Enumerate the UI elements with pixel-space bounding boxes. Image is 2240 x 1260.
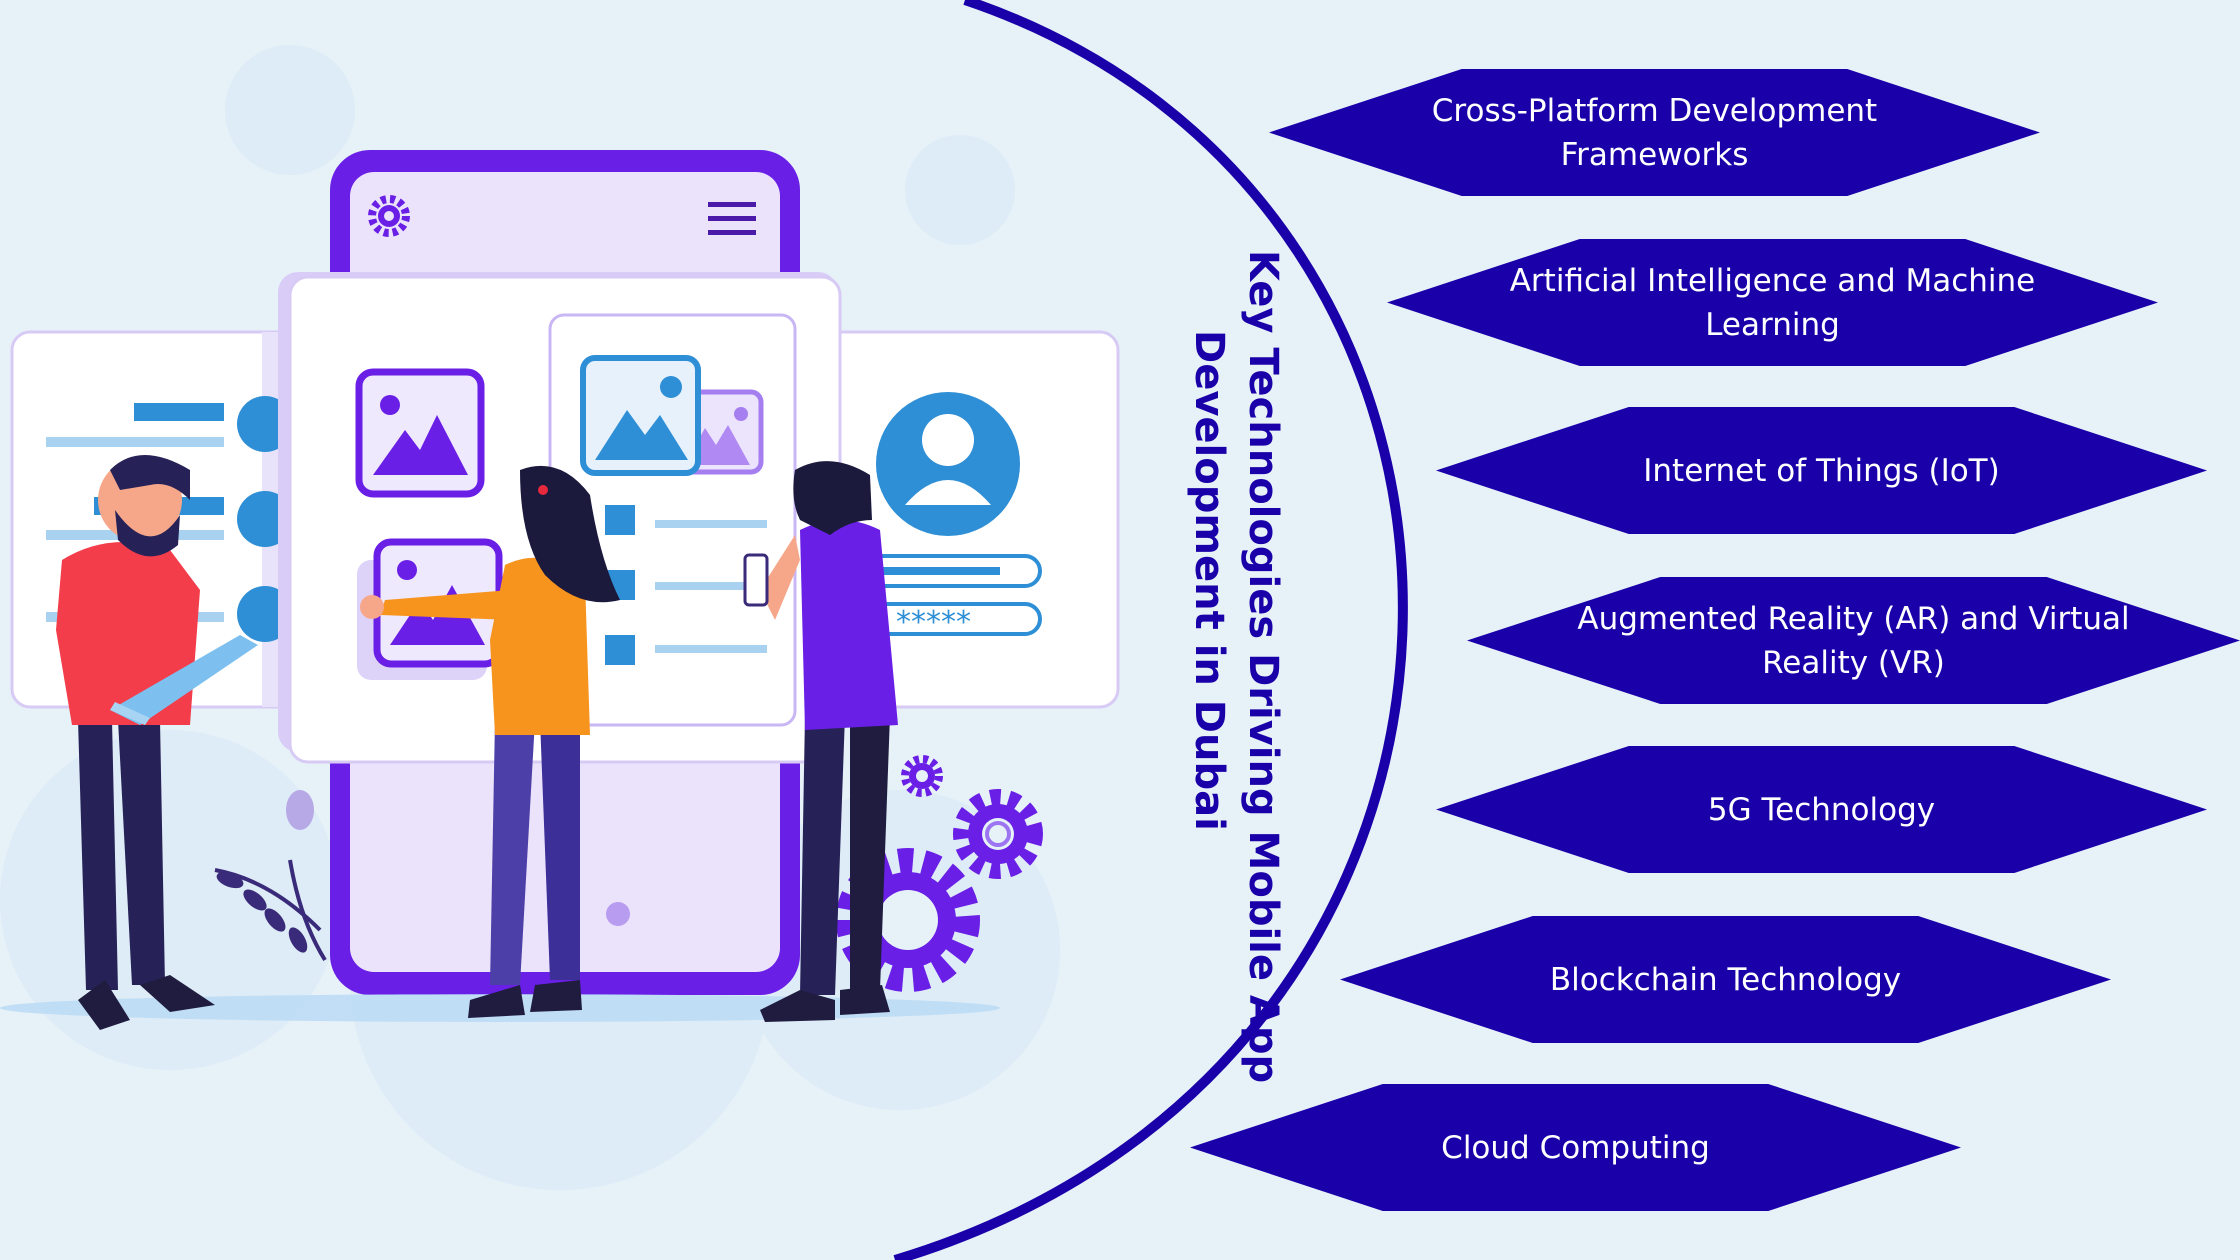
smartphone-icon bbox=[743, 553, 769, 607]
technology-hexagon: Blockchain Technology bbox=[1340, 916, 2111, 1043]
title-line-1: Key Technologies Driving Mobile App bbox=[1240, 250, 1286, 1084]
technology-label: 5G Technology bbox=[1707, 791, 1936, 828]
title-line-2: Development in Dubai bbox=[1186, 330, 1232, 831]
technology-label: Artificial Intelligence and Machine Lear… bbox=[1509, 262, 2036, 343]
image-icon bbox=[580, 355, 701, 476]
hamburger-menu-icon bbox=[708, 202, 756, 235]
plant-decoration bbox=[214, 790, 327, 962]
technology-label: Cloud Computing bbox=[1441, 1129, 1710, 1166]
gear-icon bbox=[953, 789, 1043, 879]
password-mask: ***** bbox=[896, 605, 971, 640]
person-with-laptop bbox=[56, 455, 258, 1030]
technology-label: Augmented Reality (AR) and Virtual Reali… bbox=[1577, 600, 2130, 681]
person-with-phone bbox=[743, 461, 898, 1022]
person-woman bbox=[360, 465, 620, 1018]
home-button bbox=[606, 902, 630, 926]
technology-label: Cross-Platform Development Frameworks bbox=[1431, 92, 1878, 173]
technology-hexagon: Cross-Platform Development Frameworks bbox=[1269, 69, 2040, 196]
technology-label: Internet of Things (IoT) bbox=[1643, 452, 2000, 489]
image-icon bbox=[355, 368, 485, 498]
divider-arc bbox=[893, 0, 1408, 1260]
center-gallery-card bbox=[278, 272, 842, 764]
technology-label: Blockchain Technology bbox=[1549, 961, 1902, 998]
gear-icon bbox=[368, 195, 410, 237]
technology-hexagon: 5G Technology bbox=[1436, 746, 2207, 873]
gear-icon bbox=[901, 755, 943, 797]
